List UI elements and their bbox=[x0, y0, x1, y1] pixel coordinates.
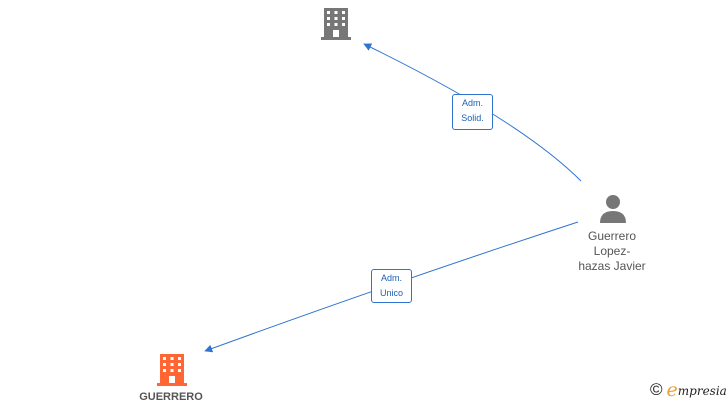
edge-label-line1: Adm. bbox=[380, 273, 402, 283]
person-name-line2: Lopez- bbox=[593, 244, 631, 258]
brand-word: mpresia bbox=[677, 384, 727, 398]
company-name-label[interactable]: GUERRERO bbox=[139, 391, 203, 403]
building-icon-bottom[interactable] bbox=[157, 354, 187, 386]
person-name-line3: hazas Javier bbox=[578, 259, 646, 273]
person-name-label[interactable]: Guerrero Lopez- hazas Javier bbox=[566, 229, 658, 274]
building-icon-top[interactable] bbox=[321, 8, 351, 40]
edge-label-line2: Solid. bbox=[461, 113, 484, 123]
person-name-line1: Guerrero bbox=[587, 229, 637, 243]
edge-label-line1: Adm. bbox=[461, 98, 483, 108]
copyright-symbol: © bbox=[650, 380, 663, 399]
edge-label-adm-solid: Adm. Solid. bbox=[452, 94, 493, 130]
edge-adm-solid bbox=[363, 43, 582, 182]
person-icon[interactable] bbox=[600, 195, 626, 223]
edge-label-adm-unico: Adm. Unico bbox=[371, 269, 412, 303]
brand-logo: © e mpresia bbox=[650, 380, 727, 400]
brand-e-mark: e bbox=[666, 379, 678, 401]
edge-label-line2: Unico bbox=[379, 288, 403, 298]
